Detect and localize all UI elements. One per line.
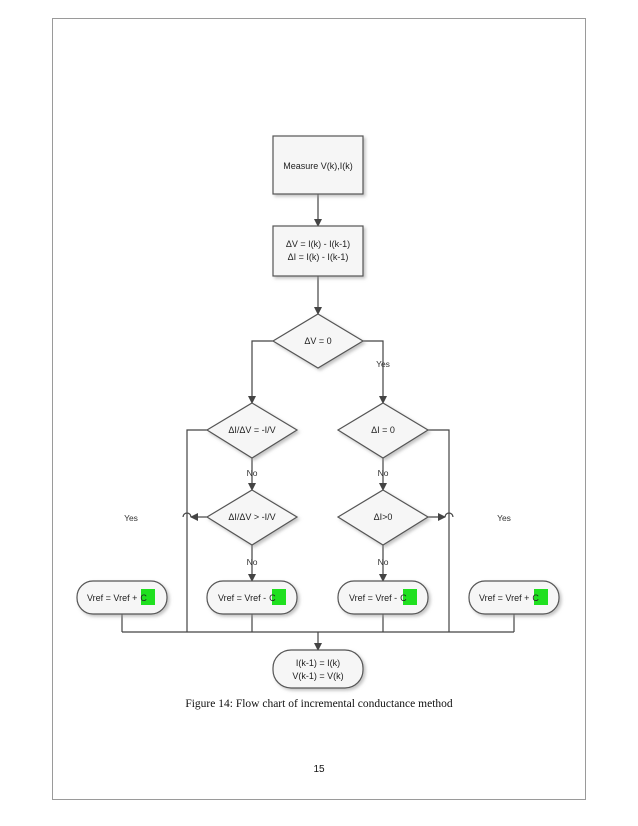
di-zero-text: ΔI = 0 [371, 425, 395, 435]
update-i-text: I(k-1) = I(k) [296, 658, 340, 668]
update-v-text: V(k-1) = V(k) [292, 671, 343, 681]
vref-increase-right: Vref = Vref +C [468, 580, 560, 615]
connectors [121, 194, 515, 651]
label-yes-cond-gt: Yes [124, 513, 138, 523]
measure-text: Measure V(k),I(k) [283, 161, 353, 171]
vref-decrease-left: Vref = Vref -C [206, 580, 298, 615]
vref4-text: Vref = Vref +C [479, 593, 539, 603]
decision-cond-eq: ΔI/ΔV = -I/V [205, 402, 299, 459]
edge-labels: Yes No No Yes No No Yes [124, 359, 511, 567]
di-pos-text: ΔI>0 [374, 512, 393, 522]
vref3-text: Vref = Vref -C [349, 593, 407, 603]
delta-box: ΔV = I(k) - I(k-1) ΔI = I(k) - I(k-1) [272, 225, 364, 277]
page-number: 15 [313, 764, 325, 775]
cond-eq-text: ΔI/ΔV = -I/V [228, 425, 275, 435]
figure-caption: Figure 14: Flow chart of incremental con… [185, 698, 453, 710]
delta-v-text: ΔV = I(k) - I(k-1) [286, 239, 350, 249]
page-border [52, 18, 586, 800]
update-box: I(k-1) = I(k) V(k-1) = V(k) [272, 649, 364, 689]
cond-gt-text: ΔI/ΔV > -I/V [228, 512, 275, 522]
vref-decrease-right: Vref = Vref -C [337, 580, 429, 615]
decision-di-pos: ΔI>0 [336, 489, 430, 546]
label-yes-di-pos: Yes [497, 513, 511, 523]
decision-dv-zero: ΔV = 0 [271, 313, 365, 369]
label-no-di-zero: No [378, 468, 389, 478]
vref2-text: Vref = Vref -C [218, 593, 276, 603]
label-yes-dv-zero: Yes [376, 359, 390, 369]
vref1-text: Vref = Vref +C [87, 593, 147, 603]
label-no-cond-eq: No [247, 468, 258, 478]
label-no-cond-gt: No [247, 557, 258, 567]
measure-box: Measure V(k),I(k) [272, 135, 364, 195]
label-no-di-pos: No [378, 557, 389, 567]
decision-cond-gt: ΔI/ΔV > -I/V [205, 489, 299, 546]
vref-increase-left: Vref = Vref +C [76, 580, 168, 615]
dv-zero-text: ΔV = 0 [304, 336, 331, 346]
decision-di-zero: ΔI = 0 [336, 402, 430, 459]
delta-i-text: ΔI = I(k) - I(k-1) [288, 252, 349, 262]
